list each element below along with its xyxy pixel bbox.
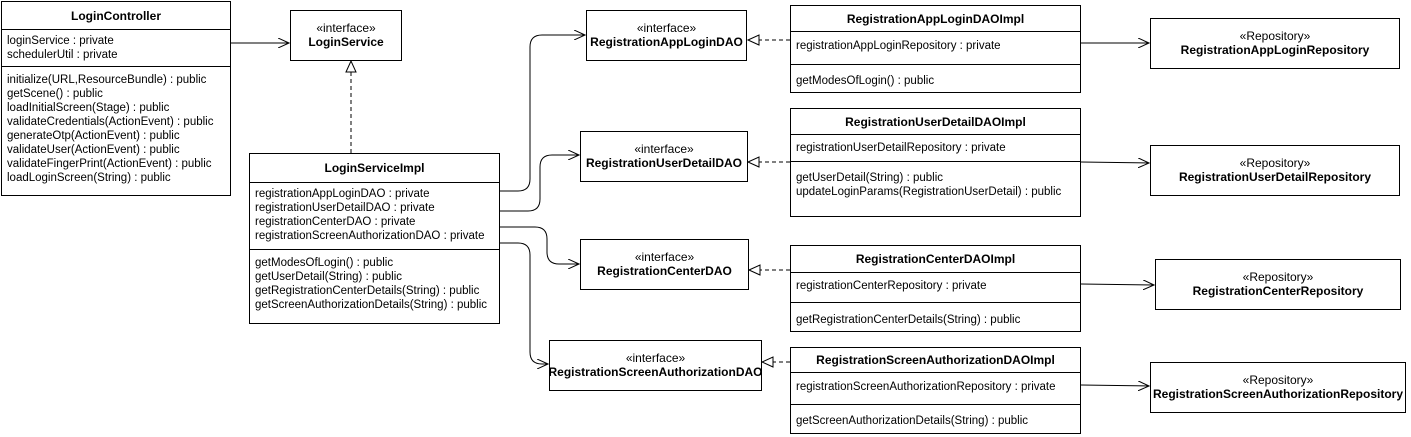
method: getRegistrationCenterDetails(String) : p… (796, 314, 1021, 326)
method: getUserDetail(String) : public (796, 172, 944, 184)
attributes-section: registrationCenterRepository : private (791, 273, 1080, 303)
interface-name: RegistrationCenterDAO (597, 264, 732, 278)
attribute: registrationAppLoginRepository : private (796, 40, 1001, 52)
method: getRegistrationCenterDetails(String) : p… (255, 285, 480, 297)
repository-name: RegistrationUserDetailRepository (1178, 170, 1372, 184)
attribute: schedulerUtil : private (7, 49, 118, 61)
class-name: LoginController (2, 2, 230, 30)
association-impl-userdetail-dao (500, 155, 579, 212)
login-service-interface: «interface» LoginService (290, 10, 402, 61)
methods-section: getScreenAuthorizationDetails(String) : … (791, 405, 1080, 428)
registration-screen-authorization-dao-interface: «interface» RegistrationScreenAuthorizat… (548, 340, 763, 391)
login-service-impl-class: LoginServiceImpl registrationAppLoginDAO… (249, 153, 500, 324)
method: getUserDetail(String) : public (255, 271, 403, 283)
stereotype-label: «Repository» (1239, 156, 1311, 170)
stereotype-label: «interface» (636, 21, 697, 35)
registration-app-login-dao-interface: «interface» RegistrationAppLoginDAO (586, 10, 747, 61)
attribute: registrationCenterDAO : private (255, 216, 416, 228)
method: getScene() : public (7, 88, 103, 100)
attribute: registrationScreenAuthorizationDAO : pri… (255, 230, 485, 242)
stereotype-label: «interface» (625, 351, 686, 365)
association-impl-screen-dao (500, 242, 548, 364)
methods-section: getUserDetail(String) : public updateLog… (791, 162, 1080, 199)
interface-name: LoginService (308, 35, 384, 49)
registration-screen-authorization-dao-impl-class: RegistrationScreenAuthorizationDAOImpl r… (790, 347, 1081, 434)
association-impl-applogin-dao (500, 35, 585, 192)
registration-center-dao-impl-class: RegistrationCenterDAOImpl registrationCe… (790, 245, 1081, 332)
method: loadLoginScreen(String) : public (7, 172, 171, 184)
method: updateLoginParams(RegistrationUserDetail… (796, 186, 1062, 198)
methods-section: getModesOfLogin() : public (791, 65, 1080, 88)
registration-center-repository: «Repository» RegistrationCenterRepositor… (1155, 259, 1401, 310)
login-controller-class: LoginController loginService : private s… (1, 1, 231, 196)
registration-app-login-repository: «Repository» RegistrationAppLoginReposit… (1150, 18, 1400, 69)
interface-name: RegistrationScreenAuthorizationDAO (548, 365, 763, 379)
attribute: loginService : private (7, 35, 114, 47)
attribute: registrationUserDetailRepository : priva… (796, 142, 1006, 154)
method: initialize(URL,ResourceBundle) : public (7, 74, 207, 86)
association-impl-center-dao (500, 226, 579, 264)
method: getModesOfLogin() : public (796, 75, 935, 87)
method: getScreenAuthorizationDetails(String) : … (796, 415, 1029, 427)
method: validateFingerPrint(ActionEvent) : publi… (7, 158, 212, 170)
methods-section: getRegistrationCenterDetails(String) : p… (791, 303, 1080, 327)
interface-name: RegistrationUserDetailDAO (585, 156, 743, 170)
interface-name: RegistrationAppLoginDAO (590, 35, 743, 49)
repository-name: RegistrationScreenAuthorizationRepositor… (1152, 387, 1404, 401)
method: getScreenAuthorizationDetails(String) : … (255, 299, 488, 311)
association-center-repo (1080, 284, 1154, 285)
repository-name: RegistrationCenterRepository (1192, 284, 1364, 298)
class-name: RegistrationAppLoginDAOImpl (791, 6, 1080, 32)
registration-screen-authorization-repository: «Repository» RegistrationScreenAuthoriza… (1150, 362, 1406, 413)
stereotype-label: «Repository» (1239, 29, 1311, 43)
attribute: registrationCenterRepository : private (796, 280, 987, 292)
method: validateCredentials(ActionEvent) : publi… (7, 116, 214, 128)
registration-app-login-dao-impl-class: RegistrationAppLoginDAOImpl registration… (790, 5, 1081, 93)
stereotype-label: «interface» (316, 21, 376, 35)
attributes-section: loginService : private schedulerUtil : p… (2, 30, 230, 67)
stereotype-label: «Repository» (1242, 270, 1314, 284)
attributes-section: registrationAppLoginDAO : private regist… (250, 183, 499, 250)
stereotype-label: «interface» (634, 142, 694, 156)
class-name: LoginServiceImpl (250, 154, 499, 183)
methods-section: initialize(URL,ResourceBundle) : public … (2, 67, 230, 185)
attribute: registrationUserDetailDAO : private (255, 202, 435, 214)
method: getModesOfLogin() : public (255, 257, 394, 269)
attribute: registrationAppLoginDAO : private (255, 188, 430, 200)
class-name: RegistrationUserDetailDAOImpl (791, 109, 1080, 135)
attributes-section: registrationScreenAuthorizationRepositor… (791, 373, 1080, 405)
registration-user-detail-dao-impl-class: RegistrationUserDetailDAOImpl registrati… (790, 108, 1081, 217)
registration-center-dao-interface: «interface» RegistrationCenterDAO (580, 239, 749, 290)
repository-name: RegistrationAppLoginRepository (1180, 43, 1370, 57)
stereotype-label: «interface» (634, 250, 695, 264)
method: validateUser(ActionEvent) : public (7, 144, 180, 156)
class-name: RegistrationScreenAuthorizationDAOImpl (791, 348, 1080, 373)
attributes-section: registrationUserDetailRepository : priva… (791, 135, 1080, 162)
association-userdetail-repo (1080, 162, 1149, 163)
class-name: RegistrationCenterDAOImpl (791, 246, 1080, 273)
attributes-section: registrationAppLoginRepository : private (791, 32, 1080, 65)
association-screen-repo (1080, 385, 1149, 386)
method: generateOtp(ActionEvent) : public (7, 130, 180, 142)
registration-user-detail-dao-interface: «interface» RegistrationUserDetailDAO (580, 131, 748, 182)
attribute: registrationScreenAuthorizationRepositor… (796, 381, 1056, 393)
methods-section: getModesOfLogin() : public getUserDetail… (250, 250, 499, 312)
stereotype-label: «Repository» (1242, 373, 1314, 387)
method: loadInitialScreen(Stage) : public (7, 102, 170, 114)
registration-user-detail-repository: «Repository» RegistrationUserDetailRepos… (1150, 145, 1400, 196)
